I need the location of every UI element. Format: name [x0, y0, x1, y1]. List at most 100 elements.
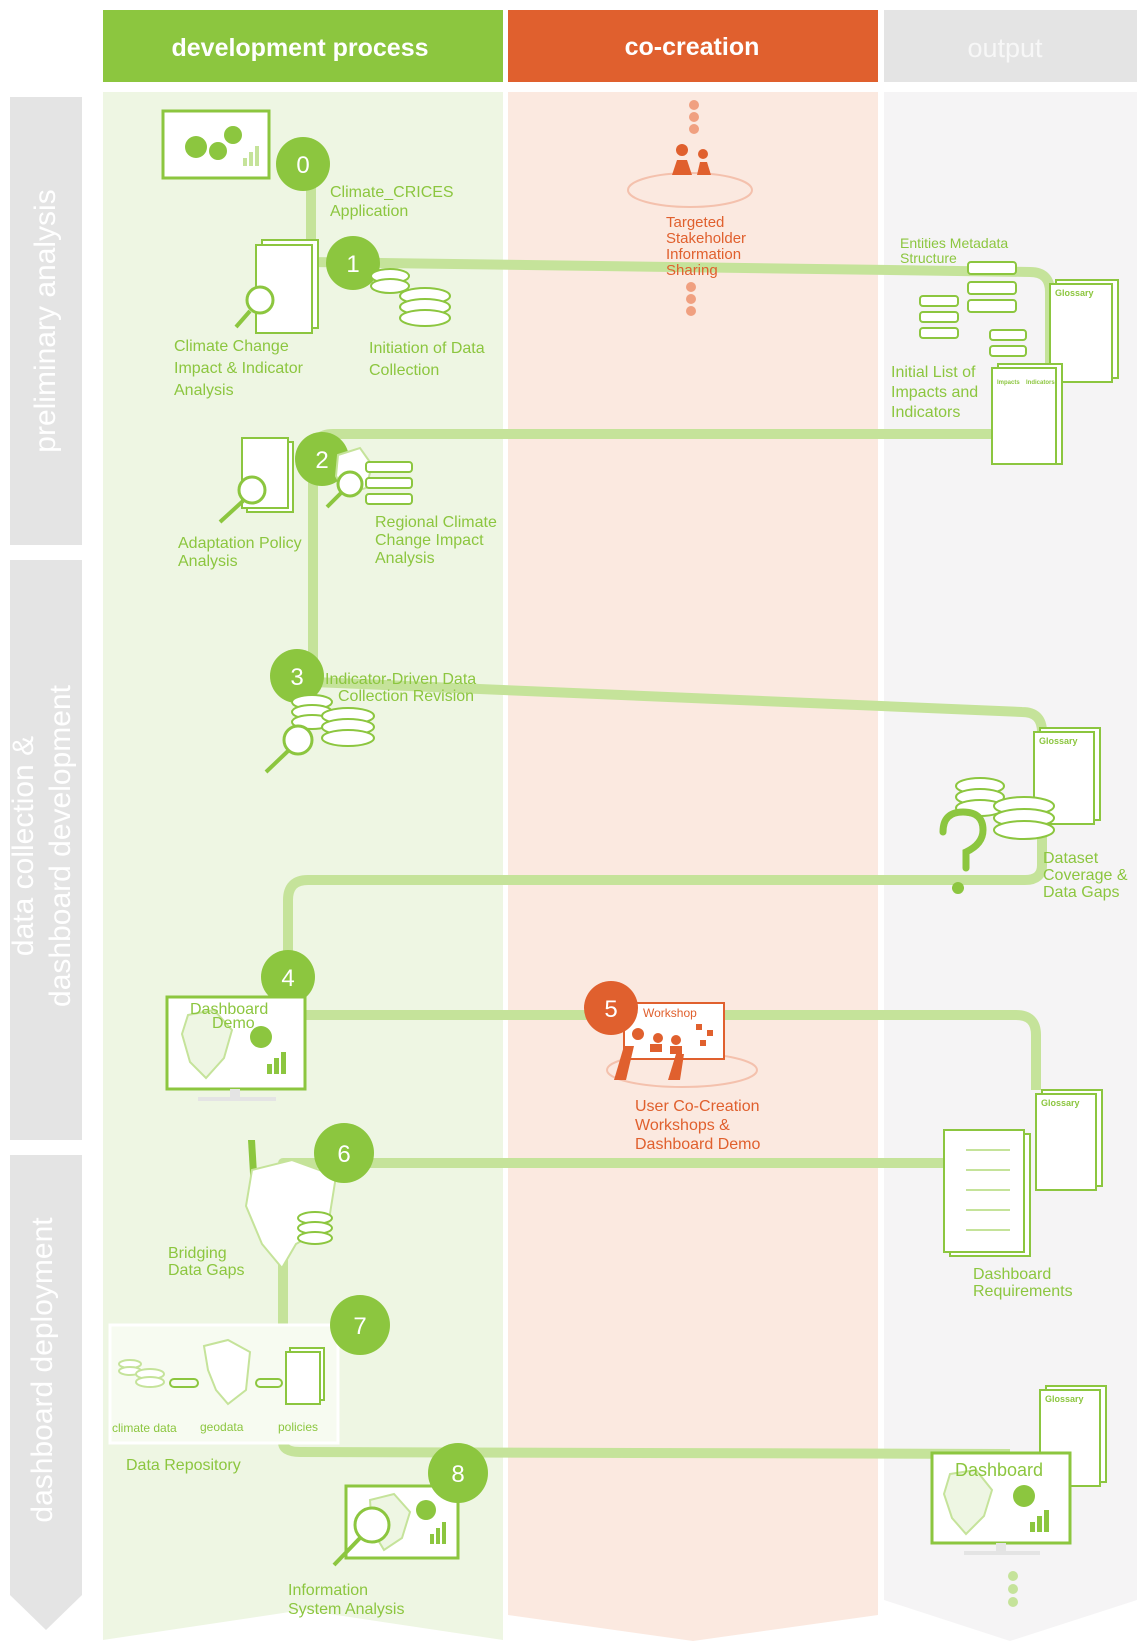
step-2-number: 2 [315, 447, 328, 474]
bridging-map-icon [244, 1140, 338, 1270]
targeted-label-4: Sharing [666, 262, 718, 279]
step-1-left-label-1: Climate Change [174, 338, 289, 355]
step-4-label-2: Demo [212, 1015, 255, 1032]
step-3-label-2: Collection Revision [338, 688, 474, 705]
repository-icons [118, 1338, 325, 1406]
step-6-label-2: Data Gaps [168, 1262, 244, 1279]
question-mark-icon [939, 808, 987, 894]
step-5-marker [584, 981, 638, 1035]
step-2-right-label-1: Regional Climate [375, 514, 497, 531]
targeted-label-3: Information [666, 246, 741, 263]
glossary-label-4: Glossary [1045, 1394, 1084, 1404]
workshop-board-label: Workshop [643, 1006, 697, 1020]
step-1-right-label-2: Collection [369, 362, 439, 379]
step-5-label-1: User Co-Creation [635, 1098, 759, 1115]
phase-label-data-collection-1: data collection & [7, 736, 40, 956]
entities-structure-icon [919, 261, 1027, 357]
step-6-number: 6 [337, 1141, 350, 1168]
impacts-indicators-doc [991, 363, 1063, 465]
policy-document-magnifier-icon [218, 437, 294, 524]
step-8-label-2: System Analysis [288, 1601, 404, 1618]
targeted-label-2: Stakeholder [666, 230, 746, 247]
impacts-label: Impacts [997, 380, 1020, 386]
step-5-number: 5 [604, 996, 617, 1023]
step-2-right-label-2: Change Impact [375, 532, 484, 549]
database-icon [370, 268, 451, 327]
step-3-label-1: Indicator-Driven Data [325, 671, 476, 688]
step-6-marker [314, 1123, 374, 1183]
glossary-label-2: Glossary [1039, 736, 1078, 746]
step-4-marker [261, 950, 315, 1004]
requirements-label-1: Dashboard [973, 1266, 1051, 1283]
glossary-label-3: Glossary [1041, 1098, 1080, 1108]
step-0-label-1: Climate_CRICES [330, 184, 454, 201]
output-dots-bottom [1008, 1571, 1018, 1607]
workshop-people-icon [614, 1024, 713, 1080]
step-1-marker [326, 236, 380, 290]
cocreation-dots-top [686, 100, 699, 316]
phase-label-data-collection-2: dashboard development [44, 684, 77, 1007]
phase-bar-deployment [10, 1155, 82, 1630]
cocreation-header [508, 10, 878, 82]
phase-bar-data-collection [10, 560, 82, 1140]
targeted-label-1: Targeted [666, 214, 724, 231]
output-header-label: output [967, 33, 1043, 63]
step-1-number: 1 [346, 251, 359, 278]
cocreation-column-bg [508, 92, 878, 1641]
indicators-label: Indicators [1026, 380, 1055, 386]
stakeholder-icon [627, 144, 753, 208]
step-0-label-2: Application [330, 203, 408, 220]
phase-label-preliminary: preliminary analysis [29, 189, 62, 452]
step-3-number: 3 [290, 664, 303, 691]
step-8-number: 8 [451, 1461, 464, 1488]
step-7-number: 7 [353, 1313, 366, 1340]
repository-item-geodata: geodata [200, 1420, 244, 1434]
initial-list-label-2: Impacts and [891, 384, 978, 401]
document-magnifier-icon [234, 239, 319, 334]
dataset-label-1: Dataset [1043, 850, 1099, 867]
step-4-number: 4 [281, 965, 294, 992]
step-0-marker [276, 137, 330, 191]
final-dashboard-monitor [930, 1451, 1072, 1555]
revision-database-icon [264, 694, 375, 774]
step-8-marker [428, 1443, 488, 1503]
step-8-label-1: Information [288, 1582, 368, 1599]
requirements-checklist-icon [943, 1129, 1031, 1257]
step-7-marker [330, 1295, 390, 1355]
gears-monitor-icon [161, 109, 271, 180]
dashboard-label: Dashboard [955, 1460, 1043, 1480]
dataset-label-2: Coverage & [1043, 867, 1128, 884]
step-0-number: 0 [296, 152, 309, 179]
entities-label-2: Structure [900, 250, 957, 266]
step-2-left-label-1: Adaptation Policy [178, 535, 302, 552]
phase-label-deployment: dashboard deployment [26, 1217, 59, 1523]
development-header [103, 10, 503, 82]
step-2-left-label-2: Analysis [178, 553, 238, 570]
repository-item-climate: climate data [112, 1421, 177, 1435]
initial-list-label-3: Indicators [891, 404, 960, 421]
glossary-doc-3 [1035, 1089, 1103, 1191]
dashboard-demo-monitor [165, 995, 307, 1101]
development-header-label: development process [171, 34, 428, 62]
output-header [884, 10, 1137, 82]
step-1-left-label-3: Analysis [174, 382, 234, 399]
initial-list-label-1: Initial List of [891, 364, 976, 381]
information-system-monitor [332, 1484, 460, 1567]
step-4-label-1: Dashboard [190, 1001, 268, 1018]
requirements-label-2: Requirements [973, 1283, 1073, 1300]
step-5-label-2: Workshops & [635, 1117, 730, 1134]
dataset-label-3: Data Gaps [1043, 884, 1119, 901]
step-6-label-1: Bridging [168, 1245, 227, 1262]
step-2-right-label-3: Analysis [375, 550, 435, 567]
output-column-bg [884, 92, 1137, 1641]
step-5-label-3: Dashboard Demo [635, 1136, 761, 1153]
phase-bar-preliminary [10, 97, 82, 545]
step-1-right-label-1: Initiation of Data [369, 340, 485, 357]
step-1-left-label-2: Impact & Indicator [174, 360, 304, 377]
repository-item-policies: policies [278, 1420, 318, 1434]
data-repository-label: Data Repository [126, 1457, 241, 1474]
step-3-marker [270, 649, 324, 703]
entities-label-1: Entities Metadata [900, 235, 1008, 251]
